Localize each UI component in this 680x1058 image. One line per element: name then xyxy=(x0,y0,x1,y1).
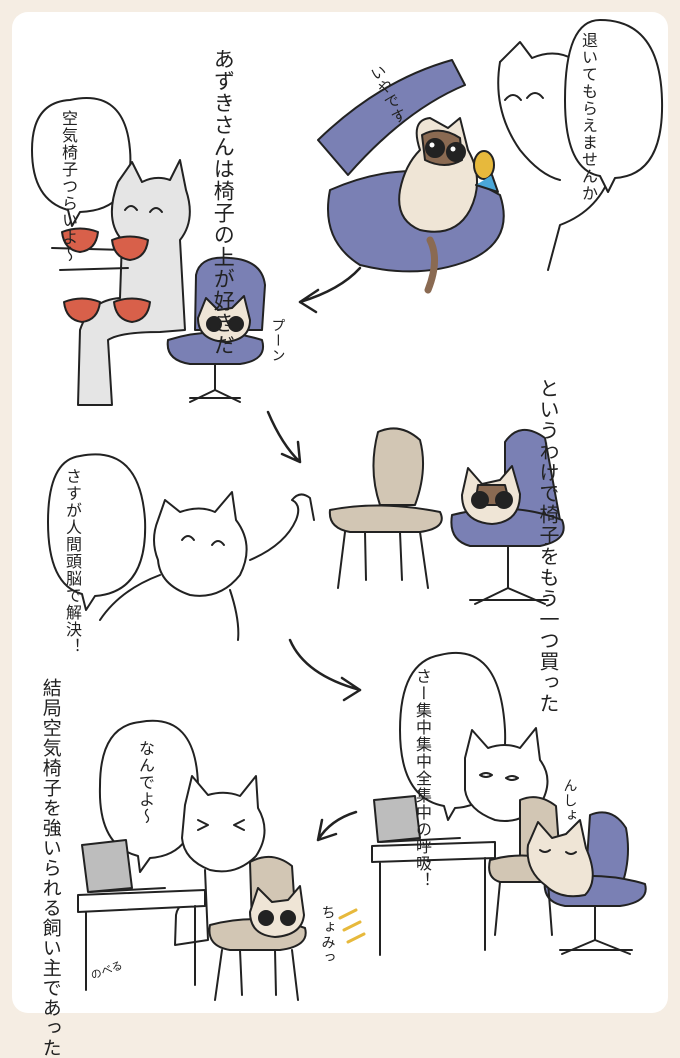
cat-on-blue-chair-panel3 xyxy=(461,465,521,525)
desk-right xyxy=(371,841,496,956)
cat-hiding-panel6 xyxy=(249,885,305,938)
narration-panel2: あずきさんは椅子の上が好きだ xyxy=(211,48,236,356)
flow-arrow-1 xyxy=(298,266,362,314)
flow-arrow-4 xyxy=(316,810,358,842)
cat-on-chair-top xyxy=(398,117,499,294)
sfx-climb: んしょ xyxy=(561,778,578,823)
sfx-purring: プーン xyxy=(269,318,286,363)
laptop-right xyxy=(373,795,461,843)
sfx-lines xyxy=(338,908,366,944)
focus-text: さー集中集中全集中の呼吸！ xyxy=(413,668,432,889)
owner-thumbs-up xyxy=(99,491,315,641)
comic-page: 退いてもらえませんか いやです あずきさんは椅子の上が好きだ 空気椅子つらいよ〜… xyxy=(12,12,668,1058)
owner-request-text: 退いてもらえませんか xyxy=(579,32,598,202)
cat-hiding-panel2 xyxy=(197,295,251,343)
narration-panel3: というわけで椅子をもう一つ買った xyxy=(536,378,560,714)
laptop-left xyxy=(81,839,166,893)
sfx-peek: ちょみっ xyxy=(319,905,336,965)
why-text: なんでよ〜 xyxy=(136,740,155,825)
comic-artwork xyxy=(31,19,664,1001)
flow-arrow-3 xyxy=(288,638,362,702)
red-bowls xyxy=(61,227,151,323)
speech-bubble-top-right xyxy=(564,19,664,193)
desk-left xyxy=(77,889,206,991)
speech-bubble-why xyxy=(98,719,200,873)
air-chair-complaint-text: 空気椅子つらいよ〜 xyxy=(59,110,78,263)
speech-bubble-praise xyxy=(47,453,147,611)
speech-bubble-air-chair xyxy=(31,97,132,227)
cat-climbing-panel5 xyxy=(526,819,594,898)
praise-text: さすが人間頭脳で解決！ xyxy=(63,468,82,655)
beige-chair xyxy=(328,427,443,589)
flow-arrow-2 xyxy=(266,410,302,464)
narration-panel6: 結局空気椅子を強いられる飼い主であった xyxy=(39,678,62,1058)
